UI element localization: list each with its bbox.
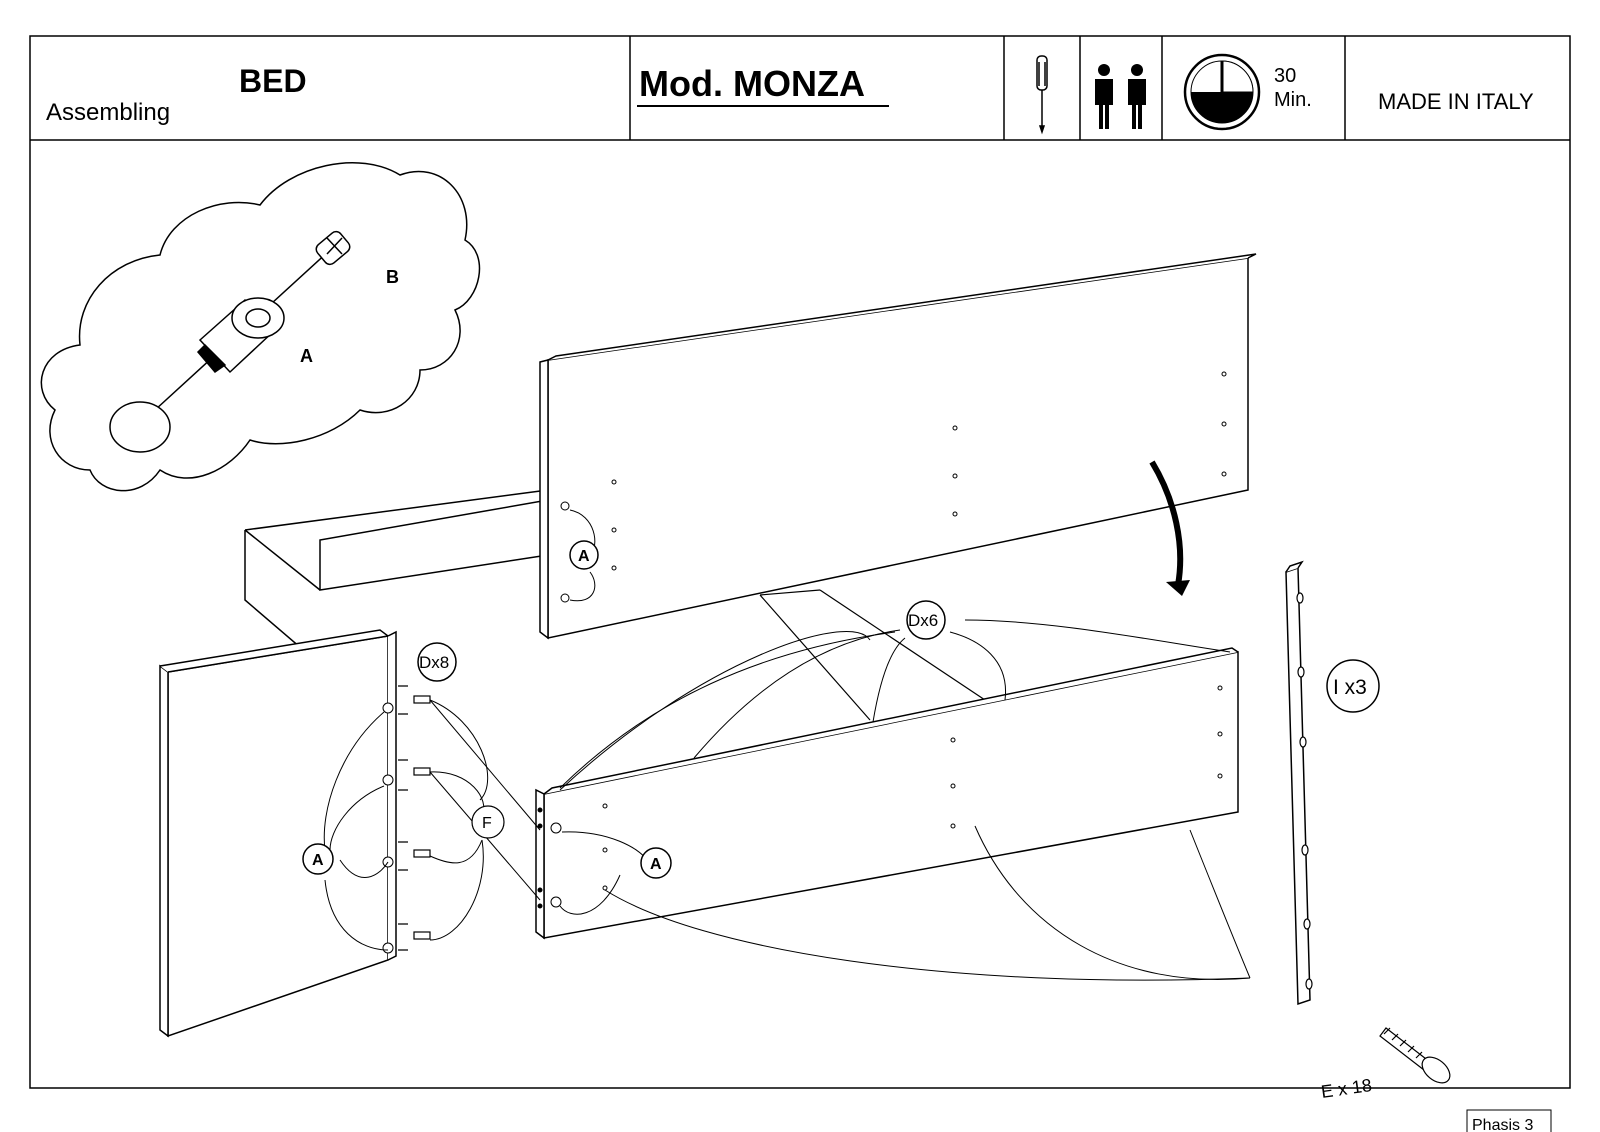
a-side-label: A (650, 856, 662, 873)
model-title: Mod. MONZA (639, 63, 865, 104)
footboard-holes (537, 685, 1223, 909)
screwdriver-icon (1036, 55, 1048, 135)
cam-lock-detail (109, 230, 351, 453)
side-rail-holes (382, 702, 394, 954)
screw-e-icon (1379, 1027, 1451, 1084)
slat-bar-i (1285, 560, 1311, 1006)
a-left-circle (302, 843, 334, 875)
clock-icon (1183, 53, 1261, 131)
arrow-head (1166, 580, 1190, 596)
dowels (398, 685, 431, 951)
ex18-label: E x 18 (1320, 1075, 1373, 1102)
guide-curves (559, 631, 1251, 981)
ix3-circle (1326, 659, 1380, 713)
ix3-label: I x3 (1333, 676, 1367, 699)
callout-a-headboard-circle (569, 540, 599, 570)
detail-label-b: B (386, 267, 399, 287)
center-slats (759, 589, 986, 721)
back-frame (244, 489, 549, 661)
footboard-panel (535, 647, 1239, 940)
sheet-border (29, 35, 1571, 1089)
assembling-subtitle: Assembling (46, 99, 170, 126)
time-unit: Min. (1274, 89, 1312, 111)
made-in-italy: MADE IN ITALY (1378, 89, 1534, 114)
dx6-label: Dx6 (908, 611, 938, 630)
headboard-holes (560, 371, 1227, 603)
a-side-circle (640, 847, 672, 879)
f-circle (471, 805, 505, 839)
a-left-label: A (312, 852, 324, 869)
dx6-leader-lines (559, 619, 1231, 789)
two-persons-icon (1095, 64, 1146, 129)
detail-cloud (40, 162, 481, 492)
phase-box (1466, 1109, 1552, 1132)
dx6-circle (906, 600, 946, 640)
product-title: BED (239, 63, 307, 99)
rotate-arrow-icon (1149, 460, 1184, 586)
side-rail-panel (159, 629, 397, 1038)
title-block (30, 36, 1570, 141)
headboard-panel (539, 253, 1257, 640)
time-value: 30 (1274, 65, 1296, 87)
detail-label-a: A (300, 346, 313, 366)
slat-bar-holes (1296, 592, 1313, 990)
dx8-circle (417, 642, 457, 682)
f-label: F (482, 815, 492, 832)
callout-a-headboard: A (578, 548, 590, 565)
phase-label: Phasis 3 (1472, 1117, 1533, 1132)
dx8-label: Dx8 (419, 653, 449, 672)
